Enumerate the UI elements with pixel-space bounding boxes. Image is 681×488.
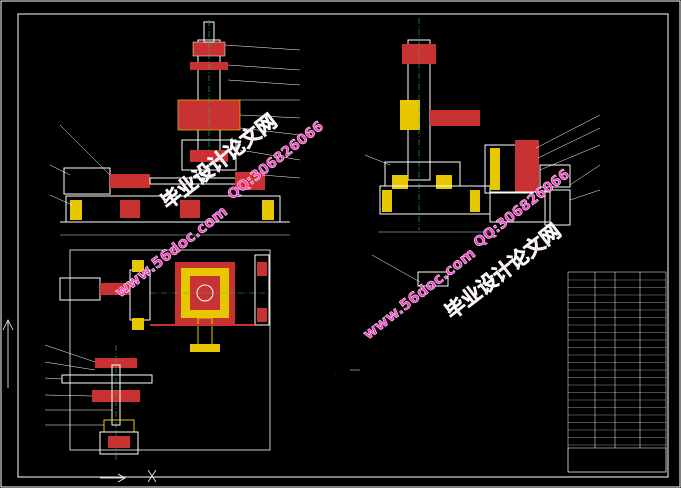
- front-view: [49, 20, 301, 236]
- top-view: [59, 249, 271, 451]
- svg-text:.: .: [335, 372, 336, 376]
- title-block: [567, 271, 667, 473]
- ucs-icon: [2, 319, 157, 483]
- side-view: [364, 18, 601, 233]
- title-block-rows: [568, 279, 666, 446]
- detail-view: [44, 344, 153, 460]
- shaft-detail: .: [335, 254, 449, 376]
